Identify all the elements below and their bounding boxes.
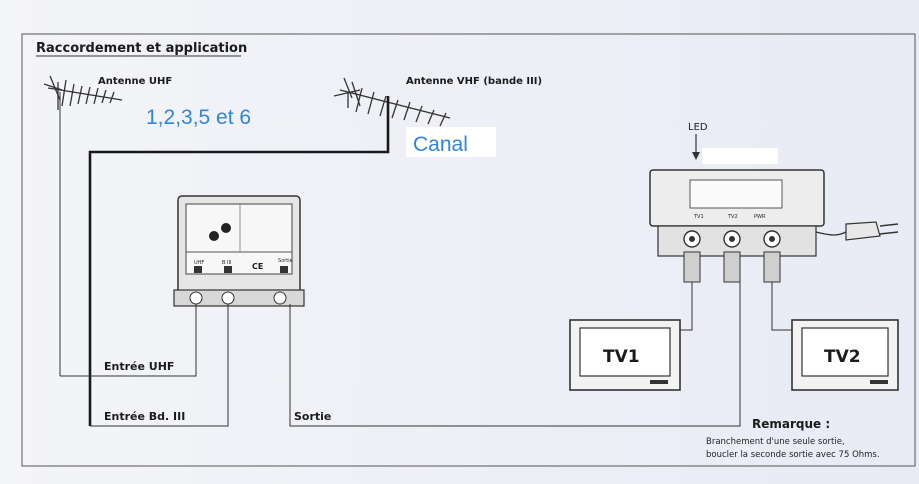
uhf-antenna-label: Antenne UHF bbox=[98, 76, 172, 87]
diagram-frame bbox=[21, 33, 916, 467]
remark-line-2: boucler la seconde sortie avec 75 Ohms. bbox=[706, 450, 880, 460]
gain-knob-icon bbox=[209, 231, 219, 241]
led-arrow-head bbox=[692, 152, 700, 160]
remark-title: Remarque : bbox=[752, 417, 830, 431]
tv2-cable bbox=[771, 282, 792, 331]
power-plug-icon bbox=[815, 221, 899, 241]
vhf-cable bbox=[88, 96, 390, 426]
gain-knob-icon-2 bbox=[221, 223, 231, 233]
tv1-cable bbox=[680, 282, 693, 331]
uhf-cable bbox=[60, 304, 197, 377]
output-cable bbox=[289, 270, 741, 427]
vhf-antenna-icon bbox=[333, 77, 451, 127]
splitter-port-pwr: PWR bbox=[754, 214, 766, 220]
tv2-label: TV2 bbox=[824, 347, 861, 367]
remark-line-1: Branchement d'une seule sortie, bbox=[706, 437, 845, 447]
tv1-label: TV1 bbox=[603, 347, 640, 367]
splitter-device: TV1 TV2 PWR bbox=[649, 169, 825, 283]
uhf-channels-text: 1,2,3,5 et 6 bbox=[146, 106, 251, 129]
section-title: Raccordement et application bbox=[36, 41, 247, 56]
amplifier-device: UHF B III CE Sortie bbox=[173, 195, 305, 307]
amp-mark-ce: CE bbox=[252, 262, 263, 271]
led-label: LED bbox=[688, 122, 708, 133]
vhf-antenna-label: Antenne VHF (bande III) bbox=[406, 76, 542, 87]
amp-mark-sortie: Sortie bbox=[278, 258, 293, 264]
tv1-icon bbox=[569, 319, 681, 391]
splitter-port-tv1: TV1 bbox=[693, 214, 704, 220]
band3-cable bbox=[90, 304, 229, 427]
amp-mark-b3: B III bbox=[222, 260, 231, 266]
entree-bd3-label: Entrée Bd. III bbox=[104, 410, 185, 423]
canal-panel bbox=[406, 127, 496, 157]
splitter-port-tv2: TV2 bbox=[727, 214, 738, 220]
sortie-label: Sortie bbox=[294, 410, 331, 423]
tv2-icon bbox=[791, 319, 899, 391]
uhf-antenna-icon bbox=[43, 75, 123, 376]
amp-mark-uhf: UHF bbox=[194, 260, 204, 266]
splitter-label-blank bbox=[702, 148, 778, 164]
canal-text: Canal bbox=[413, 133, 468, 156]
entree-uhf-label: Entrée UHF bbox=[104, 360, 174, 373]
